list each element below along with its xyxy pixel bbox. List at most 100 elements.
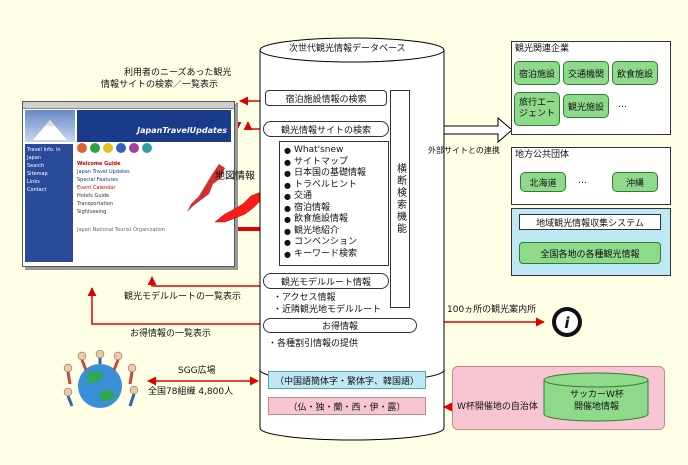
menu-list-box: ●What'snew●サイトマップ●日本国の基礎情報●トラベルヒント●交通●宿泊… xyxy=(279,141,389,266)
gov-label: 北海道 xyxy=(529,178,557,189)
menu-item-label: 飲食施設情報 xyxy=(293,214,348,224)
screenshot-side-link: Contact xyxy=(27,187,47,193)
screenshot-footer: Japan National Tourist Organization xyxy=(77,227,165,233)
bullet-icon: ● xyxy=(284,249,291,259)
company-travel-agent: 旅行エージェント xyxy=(514,92,560,126)
lang-eu-label: （仏・独・蘭・西・伊・露） xyxy=(288,402,406,413)
bullet-icon: ● xyxy=(284,157,291,167)
screenshot-line: Event Calendar xyxy=(77,185,116,191)
screenshot-logo-bar: JapanTravelUpdates xyxy=(77,110,231,142)
cross-search-box: 横断検索機能 xyxy=(390,90,410,308)
globe-people-icon xyxy=(63,350,139,408)
sgg-title: SGG広場 xyxy=(178,366,216,376)
companies-more: … xyxy=(618,100,627,110)
menu-item: ●日本国の基礎情報 xyxy=(284,168,384,180)
gov-hokkaido: 北海道 xyxy=(520,172,566,192)
sgg-detail: 全国78組織 4,800人 xyxy=(148,387,234,397)
menu-item-label: キーワード検索 xyxy=(293,248,357,259)
screenshot-sidebar: Travel Info. in Japan Search Sitemap Lin… xyxy=(25,144,73,262)
menu-item: ●飲食施設情報 xyxy=(284,214,384,226)
menu-item-label: サイトマップ xyxy=(293,156,348,167)
menu-item-label: 交通 xyxy=(293,191,312,201)
regional-system-title-box: 地域観光情報収集システム xyxy=(519,214,661,230)
screenshot-side-link: Search xyxy=(27,163,45,169)
screenshot-japan-map xyxy=(181,160,229,220)
company-label: 宿泊施設 xyxy=(518,69,555,80)
screenshot-side-link: Links xyxy=(27,179,40,185)
deals-list-label: お得情報の一覧表示 xyxy=(130,329,212,339)
menu-list: ●What'snew●サイトマップ●日本国の基礎情報●トラベルヒント●交通●宿泊… xyxy=(284,145,384,260)
menu-item: ●観光地紹介 xyxy=(284,226,384,238)
company-label: 旅行エージェント xyxy=(518,98,555,119)
svg-text:i: i xyxy=(564,314,570,332)
browser-bar xyxy=(23,102,234,109)
database-title: 次世代観光情報データベース xyxy=(289,44,406,54)
deals-box: お得情報 xyxy=(263,318,417,333)
regional-system-item: 全国各地の各種観光情報 xyxy=(519,242,661,264)
deals-label: お得情報 xyxy=(321,322,358,332)
bullet-icon: ● xyxy=(284,180,291,190)
menu-item-label: 日本国の基礎情報 xyxy=(293,168,366,178)
worldcup-line1: サッカーW杯 xyxy=(570,390,624,400)
menu-item: ●トラベルヒント xyxy=(284,180,384,192)
screenshot-icon-row xyxy=(77,143,231,157)
worldcup-host-label: W杯開催地の自治体 xyxy=(457,402,538,412)
tourism-companies-title: 観光関連企業 xyxy=(515,44,570,54)
regional-system-title: 地域観光情報収集システム xyxy=(536,218,644,229)
menu-item-label: トラベルヒント xyxy=(293,179,357,190)
arrow-model-route xyxy=(147,276,264,287)
lang-cn-label: （中国語簡体字・繁体字、韓国語） xyxy=(274,376,419,387)
menu-item: ●What'snew xyxy=(284,145,384,157)
menu-item-label: 観光地紹介 xyxy=(293,225,339,236)
screenshot-line: Special Features xyxy=(77,177,119,183)
needs-label-line1: 利用者のニーズあった観光 xyxy=(124,68,232,78)
bullet-icon: ● xyxy=(284,146,291,155)
access-info-label: ・アクセス情報 xyxy=(273,293,336,303)
lang-cn-box: （中国語簡体字・繁体字、韓国語） xyxy=(268,371,426,389)
company-label: 観光施設 xyxy=(567,102,604,113)
regional-system-label: 全国各地の各種観光情報 xyxy=(540,249,640,260)
bullet-icon: ● xyxy=(284,192,291,201)
worldcup-line2: 開催地情報 xyxy=(574,402,620,412)
menu-item-label: 宿泊情報 xyxy=(293,202,330,213)
local-gov-title: 地方公共団体 xyxy=(515,150,570,160)
bullet-icon: ● xyxy=(284,215,291,224)
screenshot-line: Hotels Guide xyxy=(77,193,110,199)
screenshot-side-link: Sitemap xyxy=(27,171,48,177)
company-tourist-facility: 観光施設 xyxy=(563,94,609,118)
menu-item: ●宿泊情報 xyxy=(284,203,384,215)
arrow-site-search xyxy=(243,121,262,131)
screenshot-nav-title: Travel Info. in Japan xyxy=(27,147,61,161)
bullet-icon: ● xyxy=(284,203,291,213)
discount-label: ・各種割引情報の提供 xyxy=(268,339,359,349)
screenshot-line: Japan Travel Updates xyxy=(77,169,130,175)
company-label: 交通機関 xyxy=(567,69,604,80)
info-icon: i xyxy=(552,307,582,337)
accommodation-search-label: 宿泊施設情報の検索 xyxy=(285,94,367,105)
screenshot-line: Transportation xyxy=(77,201,114,207)
company-restaurant: 飲食施設 xyxy=(612,61,658,85)
site-search-box: 観光情報サイトの検索 xyxy=(263,121,389,137)
menu-item-label: What'snew xyxy=(293,145,344,155)
screenshot-line: Sightseeing xyxy=(77,209,107,215)
gov-label: 沖縄 xyxy=(625,178,644,189)
screenshot-logo: JapanTravelUpdates xyxy=(137,126,227,135)
menu-item: ●サイトマップ xyxy=(284,157,384,169)
gov-more: … xyxy=(578,176,587,186)
site-search-label: 観光情報サイトの検索 xyxy=(280,125,371,136)
menu-item: ●キーワード検索 xyxy=(284,249,384,261)
arrow-deals xyxy=(87,287,264,325)
screenshot-header-image xyxy=(25,110,75,142)
bullet-icon: ● xyxy=(284,226,291,236)
menu-item: ●コンベンション xyxy=(284,237,384,249)
menu-item-label: コンベンション xyxy=(293,237,357,247)
model-route-box: 観光モデルルート情報 xyxy=(263,273,389,289)
model-route-label: 観光モデルルート情報 xyxy=(280,277,371,288)
bullet-icon: ● xyxy=(284,169,291,178)
needs-label-line2: 情報サイトの検索／一覧表示 xyxy=(101,80,219,90)
company-label: 飲食施設 xyxy=(616,69,653,80)
screenshot-section: Welcome Guide xyxy=(77,161,121,167)
company-accommodation: 宿泊施設 xyxy=(514,61,560,85)
accommodation-search-box: 宿泊施設情報の検索 xyxy=(265,90,387,106)
menu-item: ●交通 xyxy=(284,191,384,203)
